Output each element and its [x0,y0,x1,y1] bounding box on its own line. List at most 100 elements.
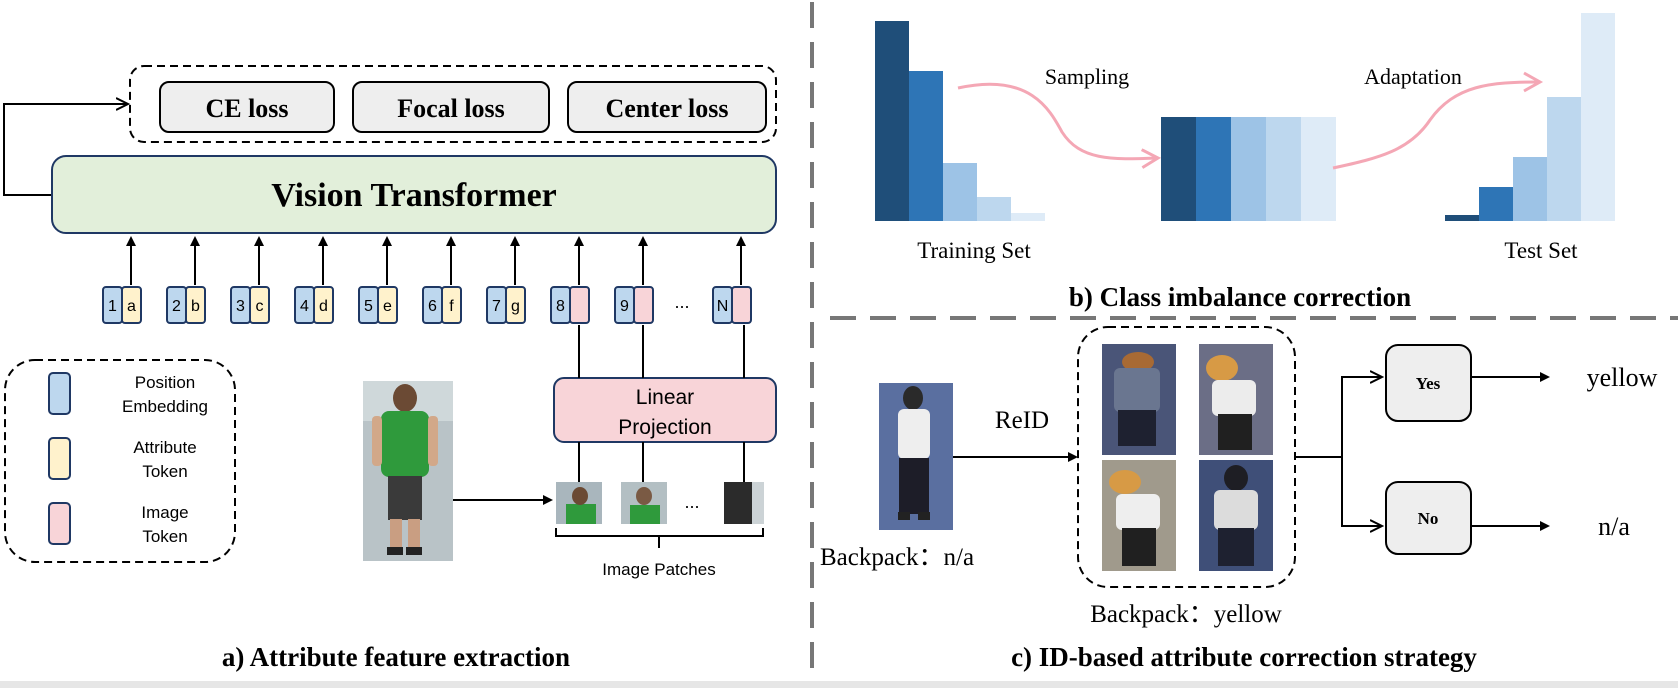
legend-image-line2: Token [142,527,187,546]
legend-image-line1: Image [141,503,188,522]
focal-loss-box: Focal loss [352,81,550,133]
center-loss-label: Center loss [605,94,728,123]
balanced-bar-3 [1231,117,1266,221]
center-loss-box: Center loss [567,81,767,133]
ce-loss-box: CE loss [159,81,335,133]
attribute-token-6 [441,286,462,324]
no-result-label: n/a [1598,512,1630,541]
no-box: No [1385,481,1472,555]
branch-no-arrow [1341,457,1382,526]
attribute-label-4: d [319,298,328,315]
yes-box: Yes [1385,344,1472,422]
balanced-bars [1161,117,1336,221]
test-bar-2 [1479,187,1513,221]
image-patch-1 [556,482,602,524]
attribute-label-3: c [256,298,264,315]
panel-a: CE loss Focal loss Center loss Vision Tr… [3,65,777,672]
token-9: 9 [614,286,654,324]
panel-b-caption: b) Class imbalance correction [1069,282,1411,312]
training-bar-2 [909,71,943,221]
legend-swatch-attribute [48,437,71,480]
yes-label: Yes [1416,374,1441,393]
position-label-3: 3 [236,298,245,315]
patch-ellipsis: ... [684,492,699,512]
legend-swatch-image [48,502,71,545]
legend-swatch-position [48,372,71,415]
token-ellipsis: ... [674,292,689,312]
training-bar-4 [977,197,1011,221]
test-bar-3 [1513,157,1547,221]
legend-position-line1: Position [135,373,195,392]
token-10: N [712,286,752,324]
query-person-photo [879,383,953,530]
image-token-8 [569,286,590,324]
legend-image-token: Image Token [48,502,189,546]
image-patch-2 [621,482,667,524]
position-label-5: 5 [364,298,373,315]
ce-loss-label: CE loss [205,94,288,123]
gallery-photo-2 [1199,344,1273,455]
legend-attribute-line2: Token [142,462,187,481]
panel-a-caption: a) Attribute feature extraction [222,642,570,672]
attribute-token-3 [249,286,270,324]
position-label-9: 9 [620,298,629,315]
balanced-bar-1 [1161,117,1196,221]
reid-label: ReID [995,407,1049,434]
attribute-token-1 [121,286,142,324]
test-bar-4 [1547,97,1581,221]
no-label: No [1418,509,1439,528]
adaptation-label: Adaptation [1364,64,1462,89]
balanced-bar-4 [1266,117,1301,221]
test-bar-1 [1445,215,1479,221]
legend-box [4,359,236,563]
attribute-label-6: f [449,298,454,315]
sampling-arrow [957,82,1162,169]
gallery-photo-4 [1199,460,1273,571]
attribute-token-4 [313,286,334,324]
bottom-strip [0,681,1678,688]
panel-b: Sampling Adaptation Training Set Test Se… [875,13,1615,312]
loss-feedback-arrow [3,104,128,196]
linear-projection-box: Linear Projection [553,377,777,443]
training-set-bars [875,21,1045,221]
image-patches-label: Image Patches [602,560,715,579]
yes-result-label: yellow [1587,363,1658,392]
position-label-2: 2 [172,298,181,315]
vision-transformer-label: Vision Transformer [271,177,557,214]
token-arrows [126,236,746,285]
training-set-label: Training Set [917,238,1031,263]
test-bar-5 [1581,13,1615,221]
adaptation-arrow [1332,71,1544,170]
test-set-bars [1445,13,1615,221]
linear-projection-line2: Projection [618,416,711,439]
image-token-9 [633,286,654,324]
image-patch-n [724,482,764,524]
attribute-token-5 [377,286,398,324]
attribute-label-2: b [191,298,200,315]
loss-group-box [129,65,777,143]
legend-attribute-token: Attribute Token [48,437,197,481]
balanced-bar-5 [1301,117,1336,221]
attribute-token-7 [505,286,526,324]
position-label-7: 7 [492,298,501,315]
right-backpack-label: Backpack：yellow [1090,601,1282,628]
token-8: 8 [550,286,590,324]
balanced-bar-2 [1196,117,1231,221]
attribute-label-7: g [511,298,520,315]
legend-position-line2: Embedding [122,397,208,416]
gallery-photo-3 [1102,460,1176,571]
person-photo-green [363,381,453,561]
left-backpack-label: Backpack：n/a [820,544,974,571]
attribute-label-5: e [383,298,392,315]
focal-loss-label: Focal loss [397,94,505,123]
image-token-10 [731,286,752,324]
